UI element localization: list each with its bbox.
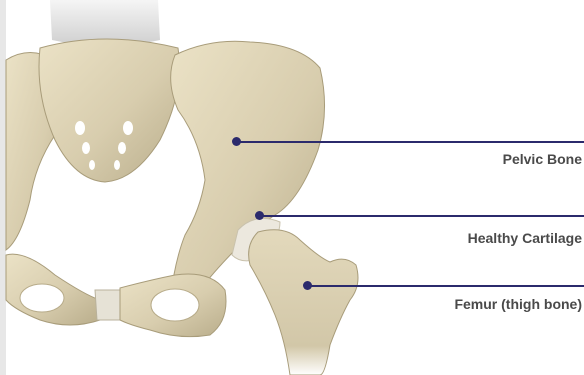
- pelvic-bone-callout-dot: [232, 137, 241, 146]
- sacrum: [39, 39, 180, 182]
- healthy-cartilage-label: Healthy Cartilage: [468, 230, 582, 246]
- cartilage-callout-dot: [255, 211, 264, 220]
- pubic-symphysis: [95, 290, 122, 320]
- femur-callout-line: [307, 285, 584, 287]
- femur-label: Femur (thigh bone): [454, 296, 582, 312]
- pelvic-bone-label: Pelvic Bone: [503, 151, 582, 167]
- cartilage-callout-line: [259, 215, 584, 217]
- pelvic-bone-callout-line: [236, 141, 584, 143]
- femur: [249, 230, 358, 375]
- femur-callout-dot: [303, 281, 312, 290]
